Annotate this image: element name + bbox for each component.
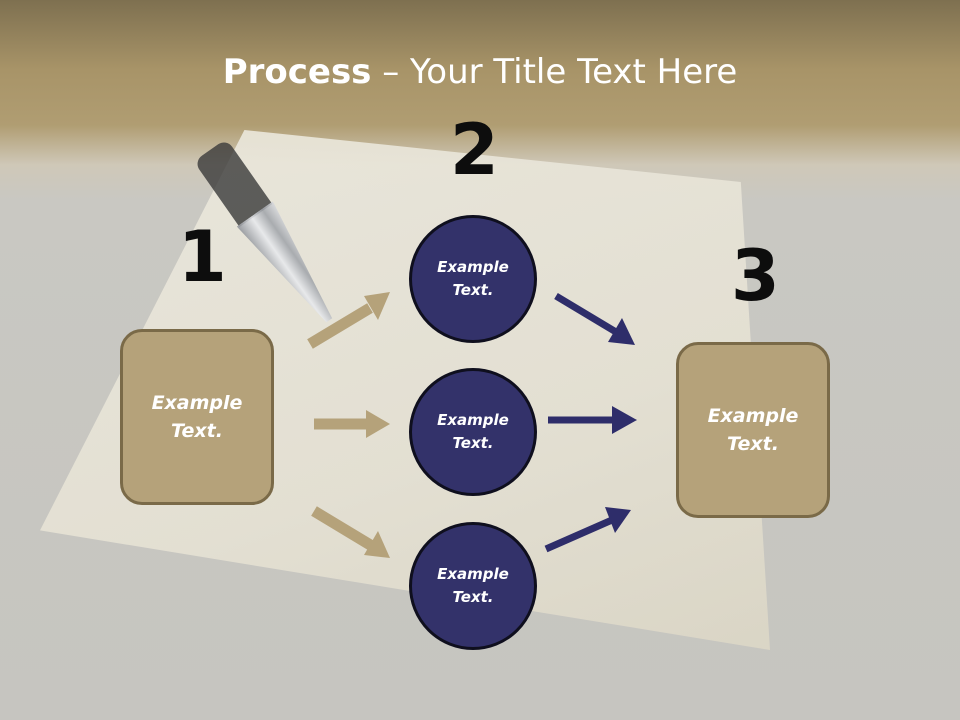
circle-bottom-line-2: Text. (452, 588, 494, 606)
step-3-line-2: Text. (727, 433, 779, 455)
step-number-3: 3 (731, 235, 780, 317)
slide-title: Process – Your Title Text Here (0, 52, 960, 92)
arrow-navy-down (554, 292, 635, 345)
circle-bottom-line-1: Example (437, 564, 509, 583)
step-number-2: 2 (450, 109, 499, 191)
arrow-navy-up (544, 507, 631, 553)
step-3-box: Example Text. (676, 342, 830, 518)
arrow-navy-right (548, 406, 637, 434)
title-bold: Process (222, 52, 372, 92)
step-3-line-1: Example (707, 404, 799, 427)
step-1-box: Example Text. (120, 329, 274, 505)
step-1-line-2: Text. (171, 420, 223, 442)
arrow-tan-right (314, 410, 390, 438)
circle-middle-line-2: Text. (452, 434, 494, 452)
circle-top-line-2: Text. (452, 281, 494, 299)
circle-top-line-1: Example (437, 257, 509, 276)
circle-middle-line-1: Example (437, 410, 509, 429)
title-rest: – Your Title Text Here (371, 52, 738, 92)
circle-top: Example Text. (409, 215, 537, 343)
circle-middle: Example Text. (409, 368, 537, 496)
circle-bottom: Example Text. (409, 522, 537, 650)
step-number-1: 1 (178, 216, 227, 298)
step-1-line-1: Example (151, 391, 243, 414)
arrow-tan-up (307, 292, 390, 349)
arrow-tan-down (311, 506, 390, 558)
